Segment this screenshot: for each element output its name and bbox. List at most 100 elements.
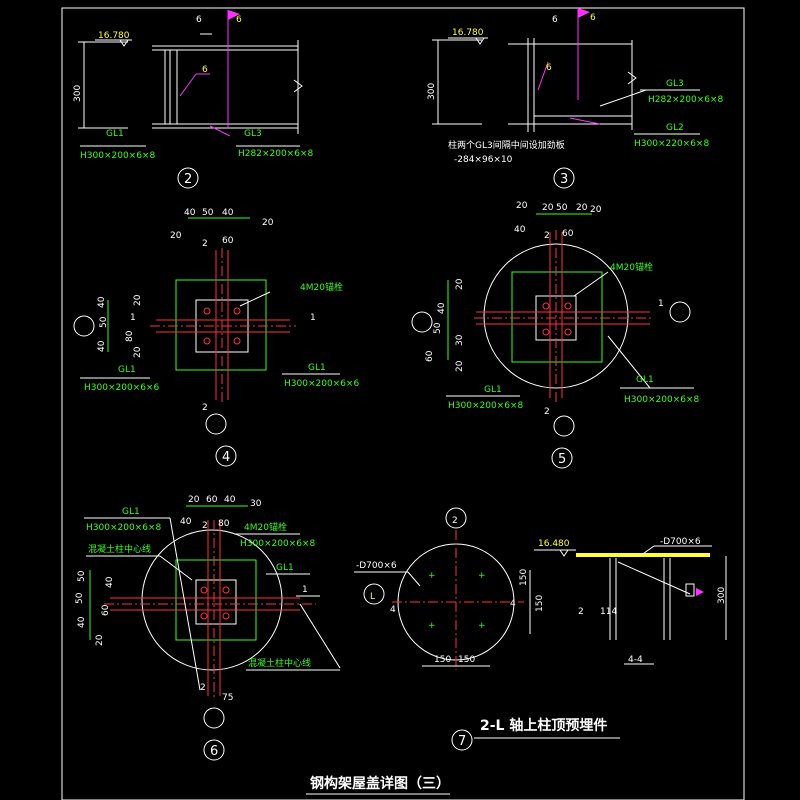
axis-label: 1 <box>310 313 316 323</box>
dim-text: 20 <box>455 278 465 290</box>
dim-text: 20 <box>262 218 274 228</box>
detail-number-circle <box>551 447 573 469</box>
weld-size: 6 <box>196 15 202 25</box>
dim-text: 50 <box>433 322 443 334</box>
axis-label: 2 <box>452 516 458 526</box>
dim-text: 50 <box>556 203 568 213</box>
axis-bubble <box>411 311 433 333</box>
dim-text: 150 <box>434 655 451 665</box>
height-dim: 300 <box>427 83 437 100</box>
plate-label: -D700×6 <box>660 537 701 547</box>
axis-label: 1 <box>130 313 136 323</box>
dim-text: 20 <box>576 203 588 213</box>
svg-text:+: + <box>428 621 436 631</box>
beam-spec: H282×200×6×8 <box>648 95 723 105</box>
axis-bubble <box>205 413 227 435</box>
note: 柱两个GL3间隔中间设加劲板 <box>448 139 565 151</box>
anchor-label: 4M20锚栓 <box>300 281 343 293</box>
beam-label: GL2 <box>666 123 684 133</box>
dim-text: 150 <box>458 655 475 665</box>
beam-label: GL1 <box>484 385 502 395</box>
detail-number: 7 <box>458 734 466 749</box>
detail-number-circle <box>203 739 225 761</box>
axis-label: 2 <box>200 683 206 693</box>
detail-2: 300 16.780 6 6 6 GL1 H300×200×6×8 GL3 H2… <box>73 10 313 189</box>
dim-text: 75 <box>222 693 233 703</box>
dim-text: 60 <box>222 236 234 246</box>
beam-spec: H282×200×6×8 <box>238 149 313 159</box>
beam-spec: H300×200×6×6 <box>84 383 159 393</box>
svg-text:+: + <box>478 621 486 631</box>
axis-bubble <box>669 301 691 323</box>
axis-label: 1 <box>658 299 664 309</box>
dim-text: 2 <box>202 239 208 249</box>
dim-text: 40 <box>97 340 107 352</box>
beam-spec: H300×220×6×8 <box>634 139 709 149</box>
section-label: 4-4 <box>628 655 643 665</box>
plate-section <box>576 553 710 557</box>
axis-label: 1 <box>302 585 308 595</box>
elevation-label: 16.480 <box>538 539 570 549</box>
dim-text: 60 <box>562 229 574 239</box>
weld-size: 6 <box>236 15 242 25</box>
detail-7: ++ ++ 2 L -D700×6 4 4 150 150 150 150 16… <box>354 507 727 751</box>
weld-size: 6 <box>202 65 208 75</box>
axis-bubble <box>553 415 575 437</box>
dim-text: 40 <box>184 208 196 218</box>
dim-text: 20 <box>95 634 105 646</box>
beam-label: GL1 <box>276 563 294 573</box>
drawing-frame <box>61 7 745 800</box>
dim-text: 80 <box>125 330 135 342</box>
dim-text: 40 <box>180 517 192 527</box>
drawing-title: 钢构架屋盖详图（三） <box>310 775 450 792</box>
elevation-mark-icon <box>119 39 129 47</box>
axis-label: 2 <box>544 407 550 417</box>
dim-text: 50 <box>77 570 87 582</box>
dim-text: 20 <box>516 201 528 211</box>
axis-label: 2 <box>202 403 208 413</box>
anchor-label: 4M20锚栓 <box>610 261 653 273</box>
detail-number-circle <box>177 167 199 189</box>
height-dim: 300 <box>717 587 727 604</box>
section-mark: 4 <box>390 605 396 615</box>
beam-spec: H300×200×6×8 <box>80 151 155 161</box>
elevation-mark-icon <box>475 37 485 45</box>
detail-6: 20 60 40 30 40 2 80 75 50 40 50 60 40 20… <box>75 495 341 761</box>
dim-text: 80 <box>218 519 230 529</box>
dim-text: 150 <box>535 595 545 612</box>
beam-spec: H300×200×6×8 <box>240 539 315 549</box>
beam-spec: H300×200×6×8 <box>624 395 699 405</box>
detail-5: 20 50 20 20 40 20 2 60 20 40 50 30 60 20… <box>411 201 699 469</box>
beam-label: GL1 <box>308 363 326 373</box>
anchor-label: 4M20锚栓 <box>244 521 287 533</box>
center-line-label: 混凝土柱中心线 <box>88 543 151 555</box>
dim-text: 60 <box>425 350 435 362</box>
detail-number: 6 <box>210 744 218 759</box>
weld-size: 6 <box>590 13 596 23</box>
axis-bubble <box>203 707 225 729</box>
dim-text: 40 <box>77 616 87 628</box>
weld-size: 6 <box>546 63 552 73</box>
flag-icon <box>696 588 704 596</box>
elevation-mark-icon <box>559 549 569 557</box>
dim-text: 20 <box>542 203 554 213</box>
detail-number: 3 <box>560 172 568 187</box>
section-mark: 4 <box>510 599 516 609</box>
dim-text: 20 <box>188 495 200 505</box>
detail-number-circle <box>215 445 237 467</box>
dim-text: 20 <box>133 346 143 358</box>
dim-text: 2 <box>578 607 584 617</box>
detail-number: 5 <box>558 452 566 467</box>
dim-text: 50 <box>75 592 85 604</box>
dim-text: 20 <box>170 231 182 241</box>
axis-bubble <box>363 583 385 605</box>
axis-label: L <box>370 592 375 602</box>
axis-bubble <box>73 315 95 337</box>
detail-number: 4 <box>222 450 230 465</box>
detail-4: 40 50 40 20 20 2 60 40 50 40 20 80 20 4M… <box>73 208 359 467</box>
beam-label: GL3 <box>666 79 684 89</box>
dim-text: 40 <box>105 576 115 588</box>
height-dim: 300 <box>73 85 83 102</box>
beam-spec: H300×200×6×8 <box>86 523 161 533</box>
